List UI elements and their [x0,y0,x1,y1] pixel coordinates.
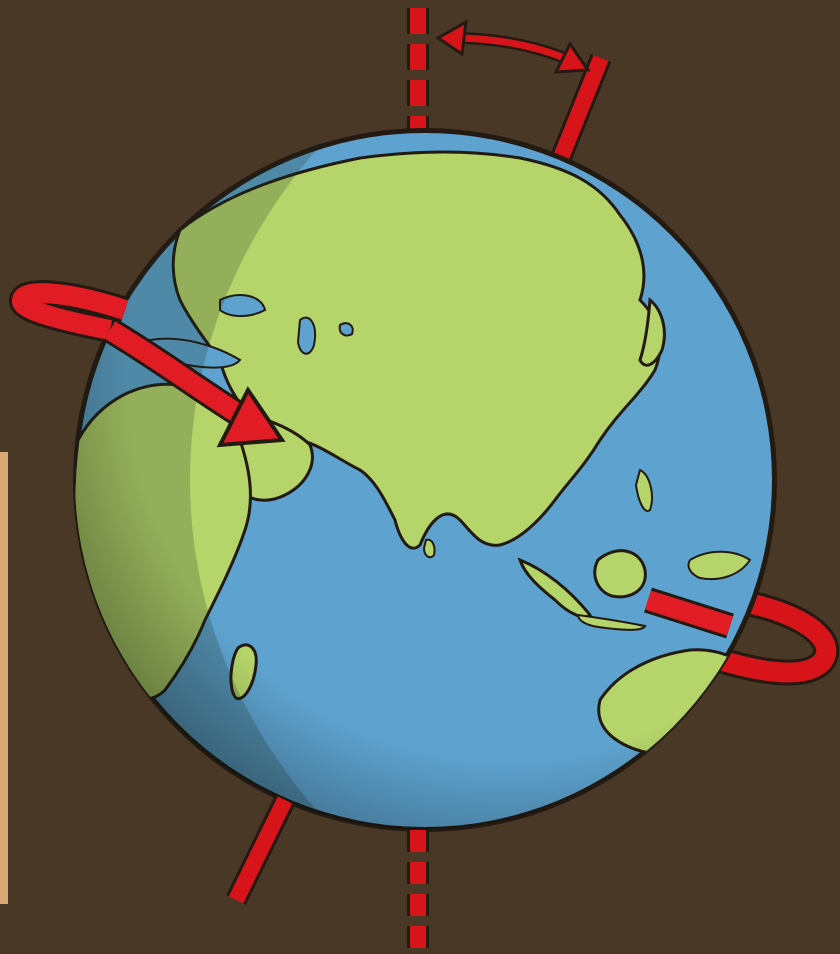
tilted-axis-bottom [236,800,285,900]
arrow-head-left-icon [438,22,466,54]
globe [73,128,777,832]
tilted-axis-top [560,58,601,160]
axis-tilt-arrow [438,22,588,72]
